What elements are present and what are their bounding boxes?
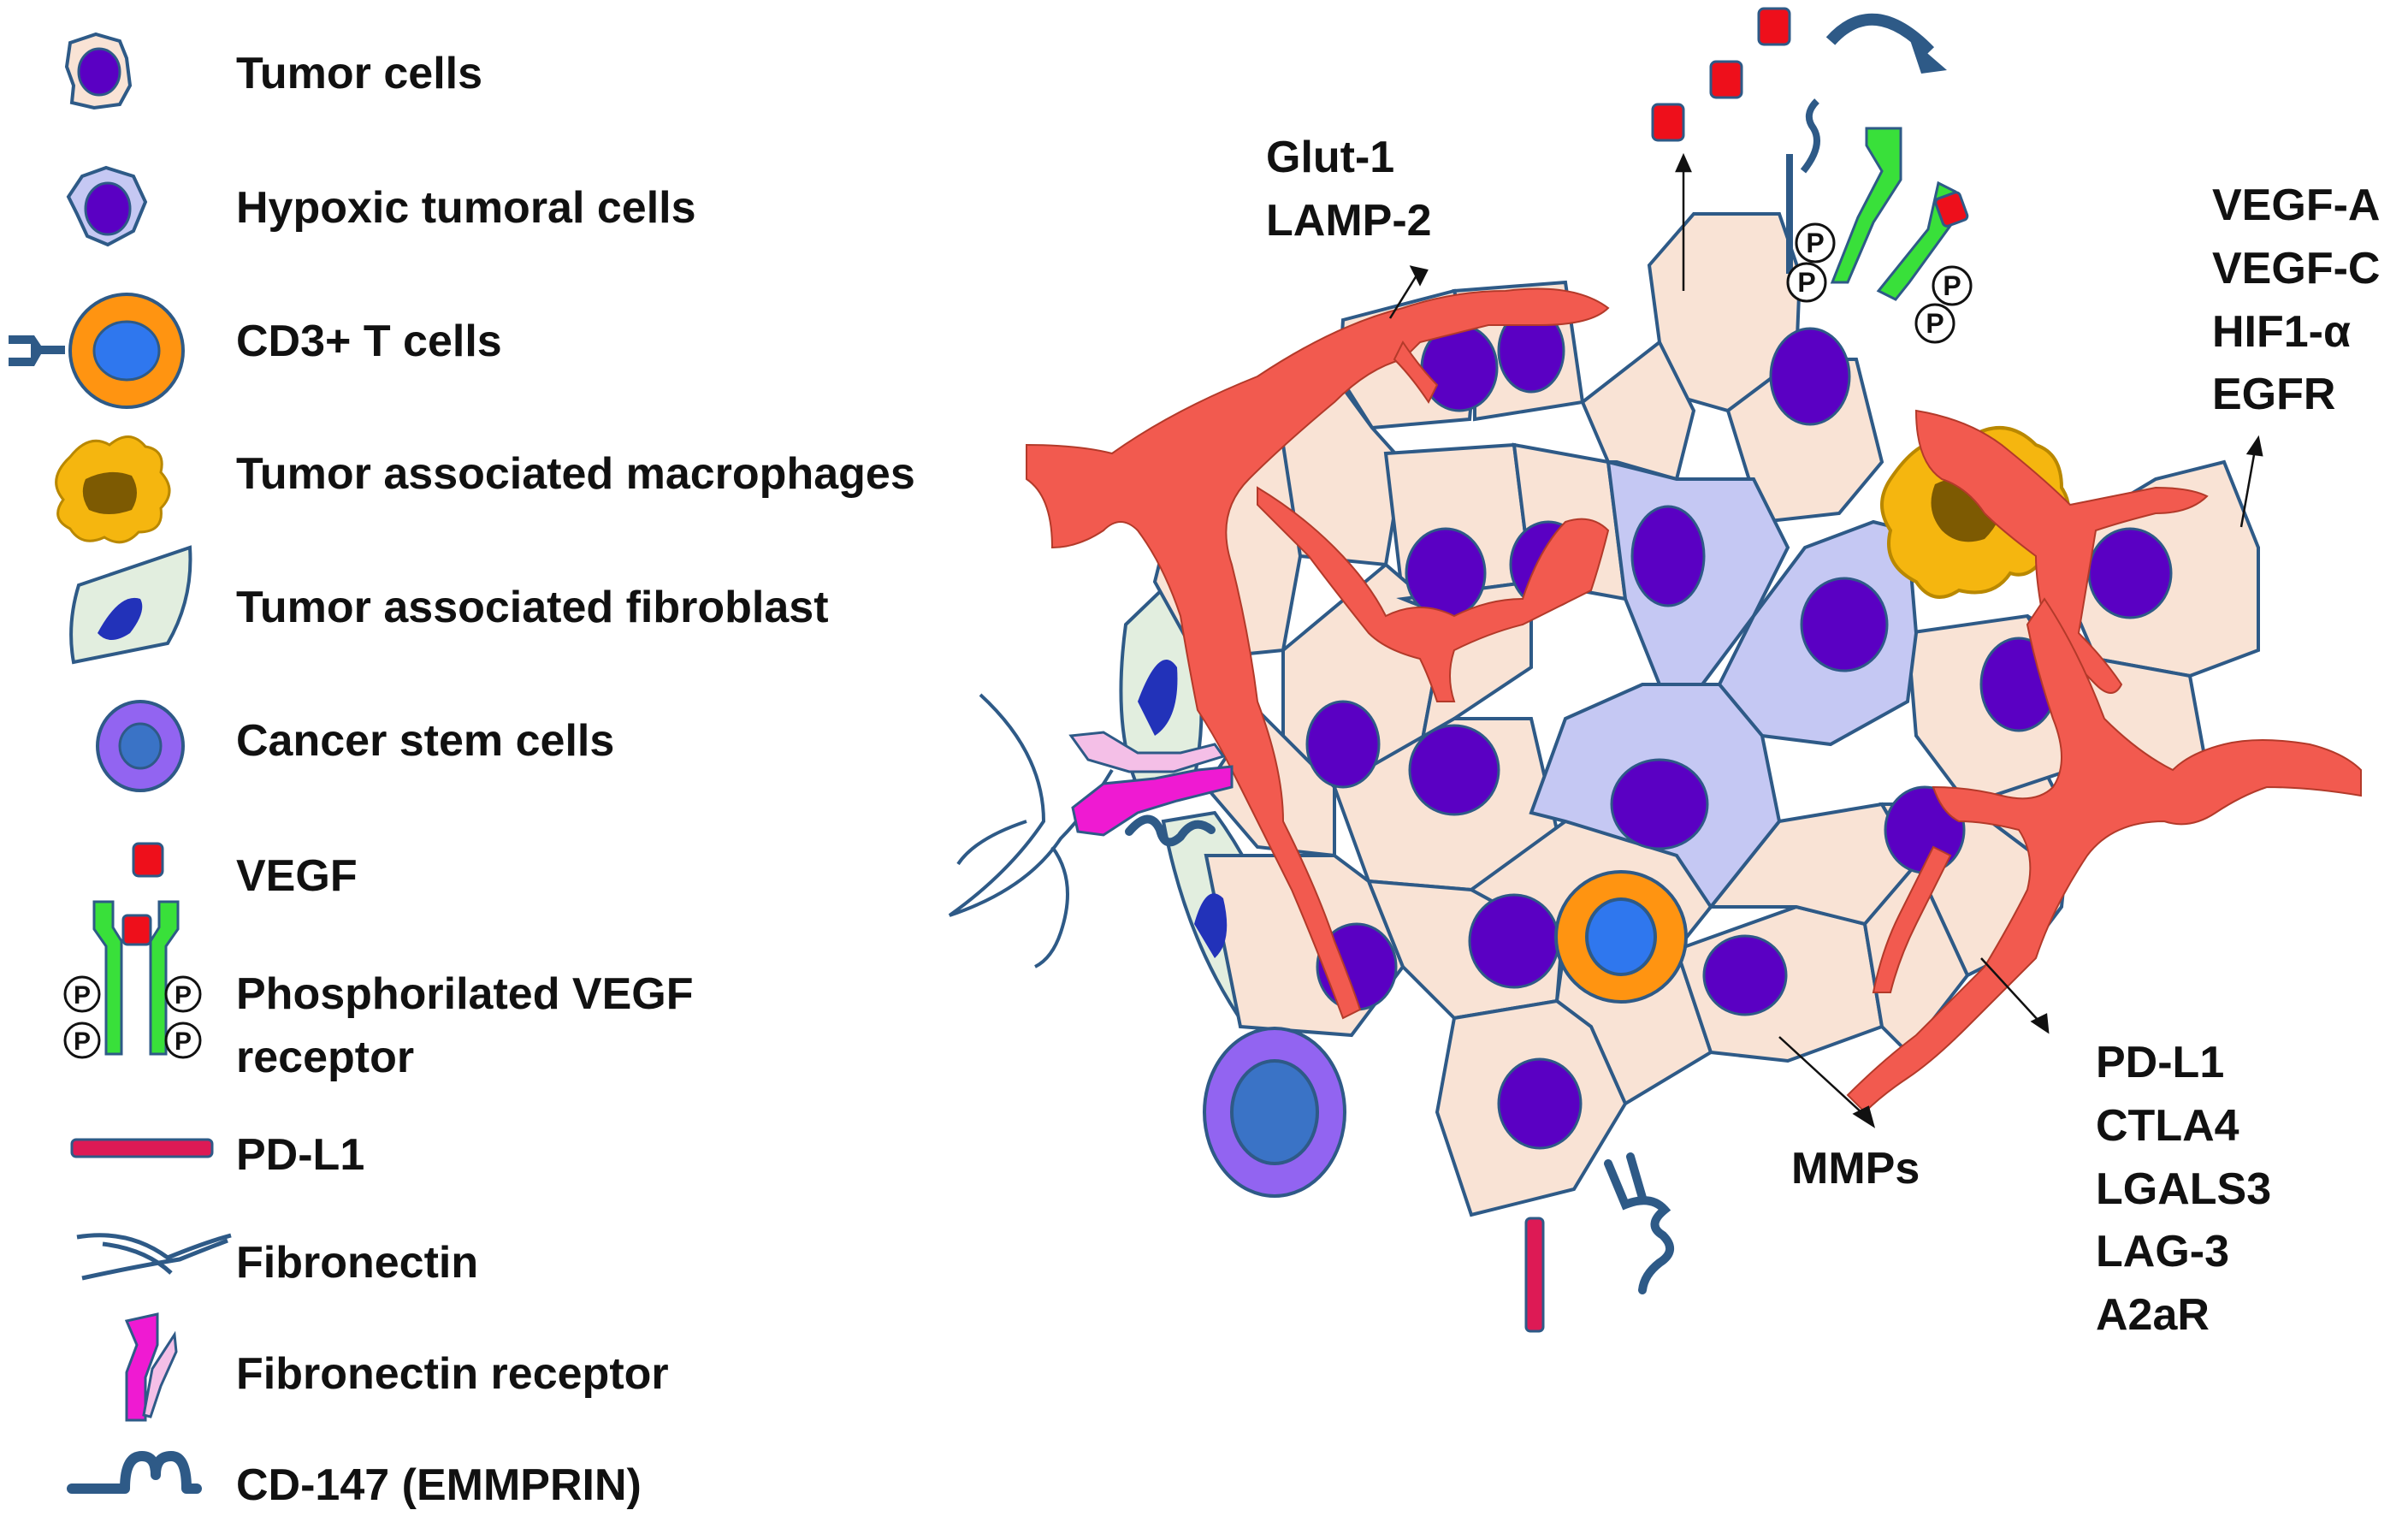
blood-vessel xyxy=(1257,486,1610,702)
cell-nucleus xyxy=(1405,527,1487,619)
phospho-group: P P P P xyxy=(63,975,202,1059)
blood-vessel xyxy=(1026,287,1610,1020)
legend-icon-fibronectin xyxy=(76,1233,232,1281)
t-cell xyxy=(1554,870,1688,1004)
tumor-cluster xyxy=(1026,212,2362,1217)
fibronectin-network xyxy=(948,693,1114,968)
vegf-particles xyxy=(1651,7,1791,142)
legend-label-pdl1: PD-L1 xyxy=(236,1130,365,1180)
legend-icon-tumor-cell xyxy=(64,32,133,110)
annotation-vegf-line: HIF1-α xyxy=(2212,306,2351,357)
phospho-mark: P xyxy=(1943,270,1961,301)
fibronectin-receptor-site xyxy=(1068,731,1234,837)
annotation-vegf-line: VEGF-C xyxy=(2212,243,2381,293)
blood-vessel xyxy=(1914,409,2209,694)
phospho-group-top: P P P P xyxy=(1786,222,1973,344)
pdl1-bottom xyxy=(1524,1217,1545,1333)
cell-nucleus xyxy=(1497,1057,1583,1150)
nucleus-layer xyxy=(1305,308,2173,1150)
legend-icon-t-cell xyxy=(9,293,185,409)
legend-icons: P P P P xyxy=(9,32,232,1494)
annotation-vegf-line: EGFR xyxy=(2212,370,2336,420)
vegf-particle xyxy=(1757,7,1791,46)
cell-nucleus xyxy=(2087,527,2173,619)
legend-label-stem-cells: Cancer stem cells xyxy=(236,716,615,766)
cell-nucleus xyxy=(1800,577,1889,672)
cell-nucleus xyxy=(1468,893,1560,989)
annotation-checkpoint-line: CTLA4 xyxy=(2096,1100,2239,1151)
legend-label-t-cells: CD3+ T cells xyxy=(236,317,502,366)
annotation-checkpoint: PD-L1 CTLA4 LGALS3 LAG-3 A2aR xyxy=(2096,1032,2271,1347)
legend-icon-fibroblast xyxy=(69,545,192,665)
annotation-mmps-line: MMPs xyxy=(1791,1144,1920,1193)
legend-icon-cd147 xyxy=(67,1451,202,1494)
phospho-mark: P xyxy=(74,1027,91,1056)
annotation-glut: Glut-1 LAMP-2 xyxy=(1266,127,1432,253)
cell-nucleus xyxy=(1305,700,1381,789)
legend-label-fibronectin-receptor: Fibronectin receptor xyxy=(236,1349,669,1399)
phospho-mark: P xyxy=(1806,228,1824,258)
legend-label-macrophages: Tumor associated macrophages xyxy=(236,449,915,499)
annotation-checkpoint-line: A2aR xyxy=(2096,1290,2210,1341)
vegf-receptor-top: P P P P xyxy=(1786,98,1973,344)
legend-icon-hypoxic-cell xyxy=(66,165,148,247)
annotation-arrows xyxy=(1388,152,2263,1128)
legend-label-fibronectin: Fibronectin xyxy=(236,1238,479,1288)
legend-label-vegf: VEGF xyxy=(236,851,358,901)
legend-label-tumor-cells: Tumor cells xyxy=(236,49,483,98)
cd147-left xyxy=(1125,814,1216,847)
blood-vessels xyxy=(1026,287,2362,1114)
annotation-checkpoint-line: PD-L1 xyxy=(2096,1038,2225,1087)
blood-vessel xyxy=(1393,341,1439,404)
cd147-bottom-branch xyxy=(1626,1152,1647,1202)
cancer-stem-cell xyxy=(1203,1027,1346,1198)
legend-label-cd147: CD-147 (EMMPRIN) xyxy=(236,1460,642,1510)
blood-vessel xyxy=(1872,845,1952,993)
legend-icon-pdl1 xyxy=(70,1138,214,1158)
legend-icon-macrophage xyxy=(55,435,171,544)
blood-vessel xyxy=(1846,597,2362,1114)
legend-icon-vegf-receptor: P P P P xyxy=(63,900,202,1059)
legend-label-hypoxic-cells: Hypoxic tumoral cells xyxy=(236,183,696,233)
cd147-bottom xyxy=(1604,1159,1674,1294)
annotation-glut-line: LAMP-2 xyxy=(1266,195,1432,246)
legend-icon-fibronectin-receptor xyxy=(124,1312,178,1422)
vegf-particle xyxy=(1651,103,1685,142)
cell-nucleus xyxy=(1610,758,1709,850)
cell-nucleus xyxy=(1408,724,1500,816)
legend-label-fibroblast: Tumor associated fibroblast xyxy=(236,583,829,632)
phospho-mark: P xyxy=(175,981,192,1010)
phospho-mark: P xyxy=(175,1027,192,1056)
cell-nucleus xyxy=(1769,327,1851,426)
fibroblast-nucleus xyxy=(1194,893,1228,958)
annotation-vegf-group: VEGF-A VEGF-C HIF1-α EGFR xyxy=(2212,175,2380,427)
fibroblast-nucleus xyxy=(1138,660,1178,736)
vegf-particle xyxy=(1709,60,1743,99)
legend-label-vegf-receptor: Phosphorilated VEGF receptor xyxy=(236,969,694,1082)
annotation-vegf-line: VEGF-A xyxy=(2212,181,2381,230)
annotation-mmps: MMPs xyxy=(1791,1138,1920,1201)
curved-arrow xyxy=(1825,13,1935,56)
phospho-mark: P xyxy=(1797,267,1815,298)
annotation-glut-line: Glut-1 xyxy=(1266,133,1395,182)
annotation-checkpoint-line: LGALS3 xyxy=(2096,1164,2272,1214)
cell-nucleus xyxy=(1702,934,1788,1016)
legend-icon-stem-cell xyxy=(96,700,185,792)
annotation-checkpoint-line: LAG-3 xyxy=(2096,1227,2229,1277)
cell-nucleus xyxy=(1630,505,1706,607)
phospho-mark: P xyxy=(74,981,91,1010)
legend-icon-vegf xyxy=(132,842,164,878)
phospho-mark: P xyxy=(1926,308,1944,339)
curved-arrow-head xyxy=(1909,38,1947,74)
